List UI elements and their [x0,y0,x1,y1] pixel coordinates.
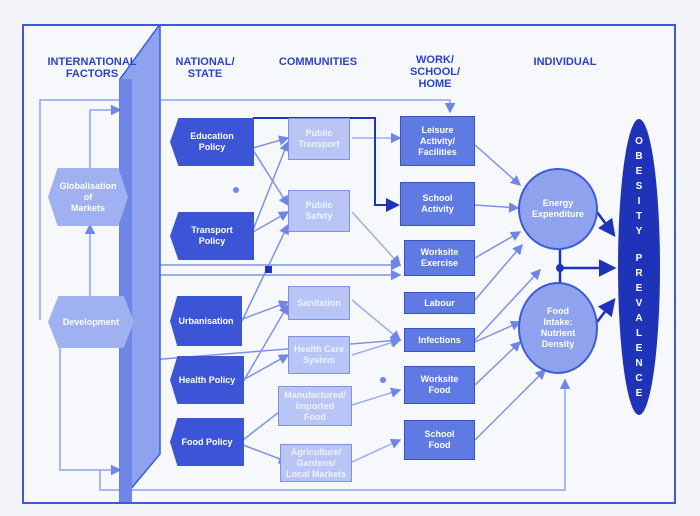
header-international: INTERNATIONAL FACTORS [47,56,137,80]
node-school-activity: School Activity [400,182,475,226]
node-public-safety: Public Safety [288,190,350,232]
node-public-transport: Public Transport [288,118,350,160]
node-leisure-activity: Leisure Activity/ Facilities [400,116,475,166]
header-work-school-home: WORK/ SCHOOL/ HOME [409,54,461,90]
obesity-letter: S [635,180,643,192]
prevalence-letter: L [635,327,643,339]
obesity-letter: T [635,210,643,222]
obesity-letter: O [635,135,643,147]
boundary-panel [119,24,161,504]
prevalence-letter: V [635,297,643,309]
node-agriculture: Agriculture/ Gardens/ Local Markets [280,444,352,482]
prevalence-letter: C [635,372,643,384]
node-worksite-exercise: Worksite Exercise [404,240,475,276]
prevalence-letter: E [635,282,643,294]
prevalence-letter: R [635,267,643,279]
prevalence-letter: N [635,357,643,369]
node-globalisation: Globalisation of Markets [48,168,128,226]
node-school-food: School Food [404,420,475,460]
obesity-letter: E [635,165,643,177]
node-energy-expenditure: Energy Expenditure [518,168,598,250]
header-individual: INDIVIDUAL [533,56,597,68]
obesity-prevalence: O B E S I T Y P R E V A L E N C E [618,119,660,415]
node-education-policy: Education Policy [170,118,254,166]
node-development: Development [48,296,134,348]
node-health-policy: Health Policy [170,356,244,404]
node-labour: Labour [404,292,475,314]
obesity-letter: B [635,150,643,162]
node-health-care-system: Health Care System [288,336,350,374]
node-food-intake: Food Intake: Nutrient Density [518,282,598,374]
node-infections: Infections [404,328,475,352]
prevalence-letter: A [635,312,643,324]
node-sanitation: Sanitation [288,286,350,320]
node-transport-policy: Transport Policy [170,212,254,260]
node-worksite-food: Worksite Food [404,366,475,404]
header-national: NATIONAL/ STATE [175,56,235,80]
node-food-policy: Food Policy [170,418,244,466]
obesity-letter: I [637,195,641,207]
header-communities: COMMUNITIES [278,56,358,68]
prevalence-letter: E [635,387,643,399]
obesity-letter: Y [635,225,643,237]
prevalence-letter: P [635,252,643,264]
prevalence-letter: E [635,342,643,354]
node-urbanisation: Urbanisation [170,296,242,346]
node-manufactured-food: Manufactured/ Imported Food [278,386,352,426]
